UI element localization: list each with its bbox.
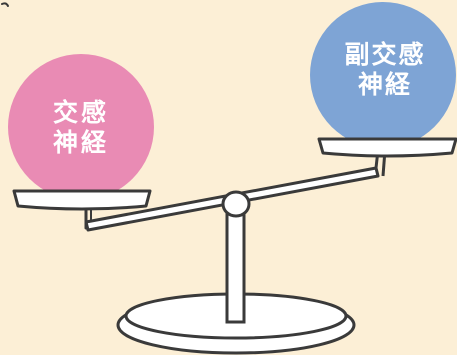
scale-pivot [221,190,251,218]
scale-pole [225,210,246,324]
right-ball [310,2,456,148]
right-pan [317,137,457,158]
left-ball [8,54,154,200]
left-pan [12,189,152,211]
left-ball-label-line1: 交感 [52,98,109,127]
right-ball-label-line2: 神経 [357,70,412,99]
corner-mark [1,2,9,7]
left-ball-label-line2: 神経 [52,128,109,157]
left-ball-label: 交感 神経 [22,98,140,158]
right-ball-label-line1: 副交感 [344,40,426,69]
right-ball-label: 副交感 神経 [312,40,457,100]
